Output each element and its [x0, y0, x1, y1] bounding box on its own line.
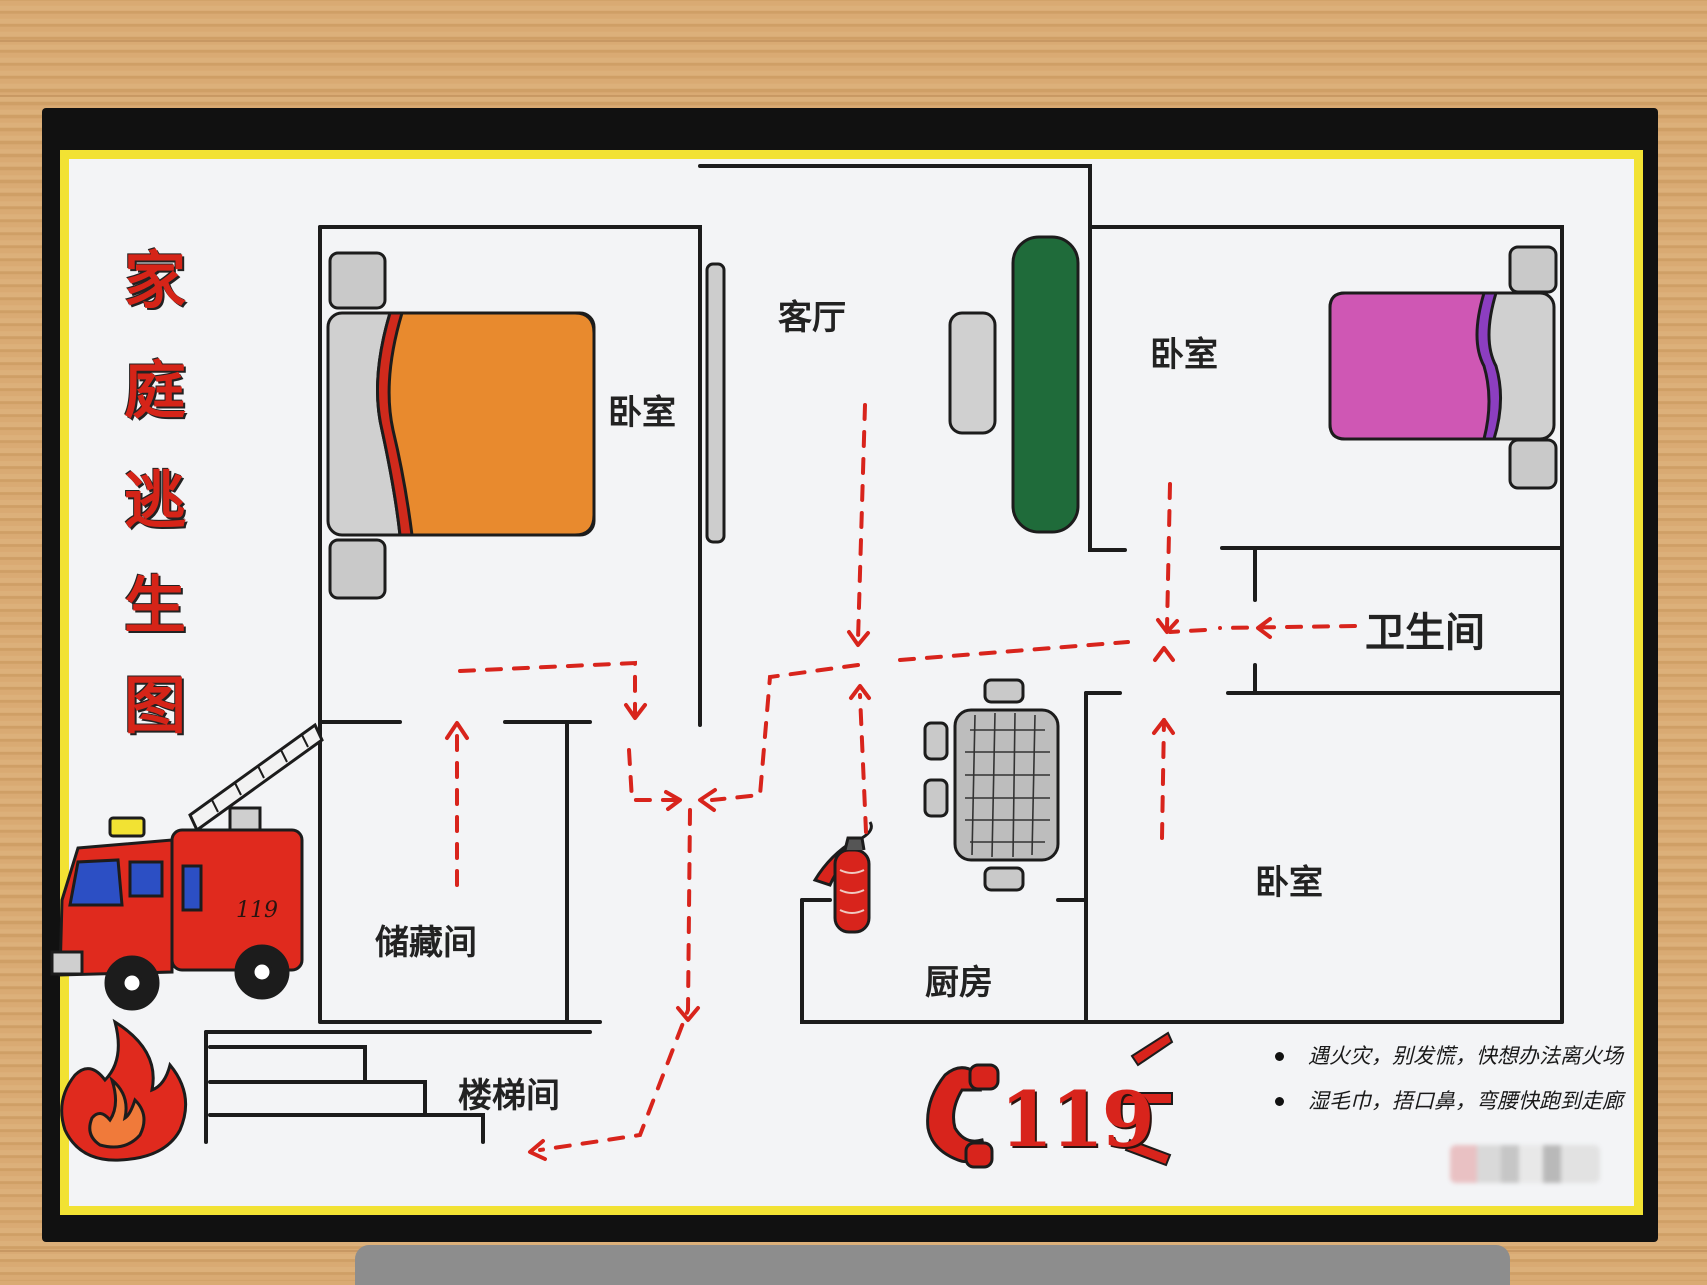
flame-icon — [60, 1018, 188, 1162]
title-char: 生 — [123, 569, 186, 642]
escape-route — [455, 403, 1357, 1152]
ringing-lines — [1119, 1031, 1174, 1167]
title-char: 图 — [123, 669, 186, 742]
truck-number: 119 — [236, 898, 278, 923]
title-char: 庭 — [123, 354, 186, 427]
wardrobe — [705, 262, 726, 544]
phone-icon — [926, 1063, 1000, 1169]
route-arrowheads — [445, 617, 1272, 1161]
room-label-kitchen: 厨房 — [925, 963, 993, 1003]
fire-truck-icon — [50, 722, 324, 1011]
bed-icon — [1328, 245, 1558, 490]
title-char: 家 — [123, 244, 186, 317]
room-label-storage: 储藏间 — [375, 923, 477, 963]
room-label-bedroom-right-bottom: 卧室 — [1255, 863, 1323, 903]
room-label-living-room: 客厅 — [778, 298, 846, 338]
fire-extinguisher-icon — [812, 821, 873, 934]
easel-tray — [355, 1245, 1510, 1285]
room-label-stairwell: 楼梯间 — [458, 1076, 560, 1116]
walls — [204, 164, 1564, 1144]
room-label-bathroom: 卫生间 — [1365, 609, 1485, 656]
room-label-bedroom-right-top: 卧室 — [1150, 335, 1218, 375]
tip-bullet — [1275, 1052, 1284, 1061]
emergency-number: 119 — [1000, 1075, 1155, 1164]
sofa-icon — [948, 235, 1080, 534]
bed-icon — [326, 251, 596, 600]
tip-line: 遇火灾，别发慌，快想办法离火场 — [1308, 1044, 1623, 1068]
room-label-bedroom-left: 卧室 — [608, 393, 676, 433]
title-char: 逃 — [123, 464, 186, 537]
blurred-watermark — [1450, 1145, 1600, 1183]
tip-line: 湿毛巾，捂口鼻，弯腰快跑到走廊 — [1308, 1089, 1623, 1113]
tip-bullet — [1275, 1097, 1284, 1106]
dining-table-icon — [923, 678, 1060, 892]
